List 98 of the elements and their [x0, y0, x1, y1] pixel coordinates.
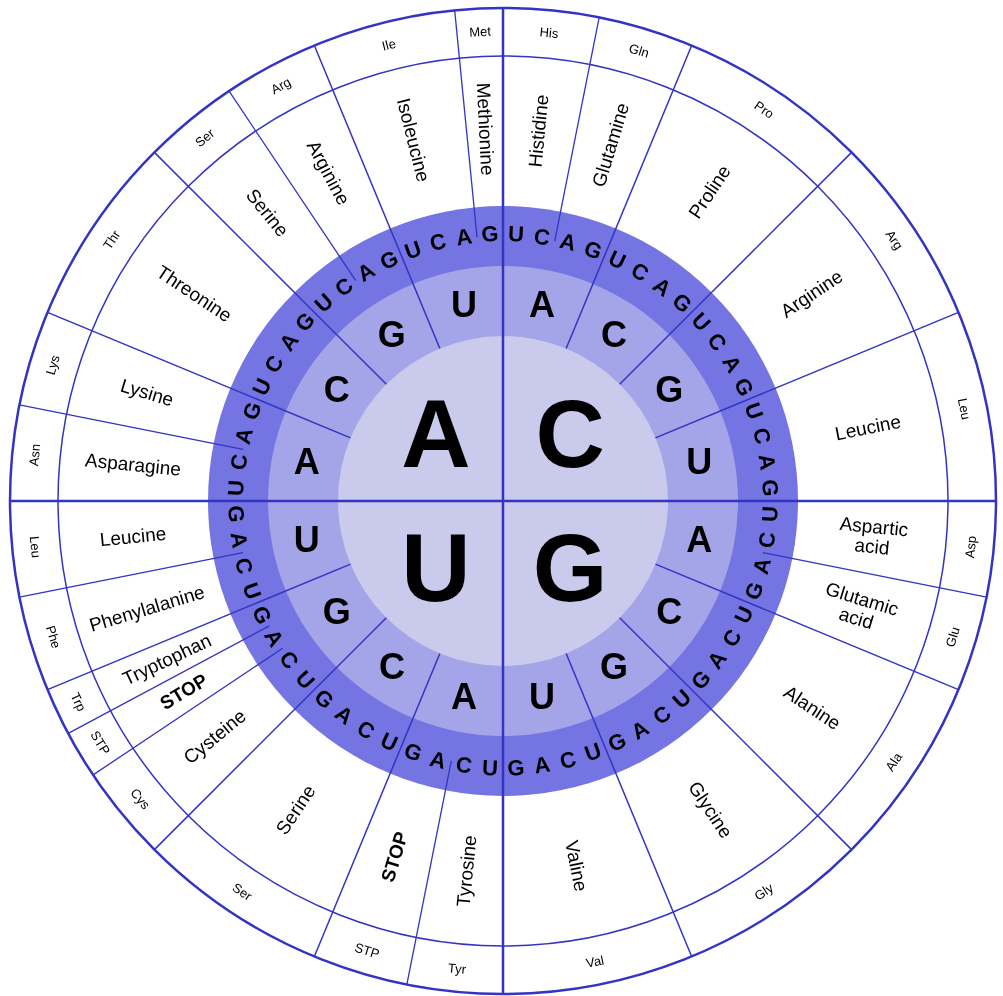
third-base-letter: C — [226, 452, 252, 472]
second-base-letter: A — [450, 678, 477, 717]
amino-acid-abbreviation: Arg — [882, 227, 906, 253]
amino-acid-abbreviation: Ser — [229, 880, 255, 904]
third-base-letter: C — [427, 228, 449, 256]
amino-acid-name: Leucine — [833, 412, 903, 445]
first-base-letter: U — [401, 517, 471, 619]
third-base-letter: U — [605, 245, 630, 274]
amino-acid-abbreviation: Asn — [27, 443, 44, 467]
third-base-letter: G — [224, 504, 249, 524]
third-base-letter: C — [260, 351, 288, 377]
stop-label: STOP — [378, 829, 412, 885]
third-base-letter: G — [401, 738, 425, 767]
amino-acid-abbreviation: Met — [468, 24, 492, 39]
amino-acid-abbreviation: Ala — [882, 750, 905, 774]
second-base-letter: A — [293, 443, 320, 481]
third-base-letter: A — [230, 425, 258, 447]
third-base-letter: U — [507, 222, 525, 247]
amino-acid-name: Tyrosine — [453, 834, 480, 908]
third-base-letter: G — [237, 399, 266, 423]
third-base-letter: U — [401, 236, 425, 264]
second-base-letter: A — [529, 285, 555, 324]
second-base-letter: C — [601, 315, 628, 354]
amino-acid-abbreviation: Arg — [269, 75, 294, 98]
second-base-letter: U — [686, 443, 713, 481]
second-base-letter: U — [450, 285, 477, 324]
amino-acid-abbreviation: Trp — [67, 690, 89, 714]
second-base-letter: G — [322, 593, 351, 631]
amino-acid-name: Aspartic acid — [838, 514, 910, 561]
third-base-letter: U — [238, 579, 266, 603]
third-base-letter: C — [230, 555, 258, 577]
third-base-letter: C — [557, 746, 579, 774]
third-base-letter: C — [627, 258, 653, 286]
third-base-letter: U — [581, 738, 605, 766]
third-base-letter: A — [557, 228, 579, 256]
first-base-letter: A — [401, 383, 471, 485]
amino-acid-name: Leucine — [98, 524, 167, 551]
amino-acid-abbreviation: Gly — [752, 880, 776, 903]
second-base-letter: U — [293, 521, 320, 559]
amino-acid-abbreviation: Val — [584, 953, 605, 971]
amino-acid-abbreviation: His — [539, 25, 560, 41]
third-base-letter: G — [740, 579, 769, 603]
first-base-letter: C — [535, 383, 605, 485]
third-base-letter: G — [506, 755, 526, 780]
amino-acid-abbreviation: Pro — [751, 98, 777, 122]
second-base-letter: U — [529, 678, 555, 717]
third-base-letter: A — [454, 224, 474, 250]
amino-acid-abbreviation: Glu — [943, 625, 963, 650]
third-base-letter: U — [481, 755, 499, 780]
second-base-letter: A — [686, 521, 713, 559]
first-base-letter: G — [532, 517, 608, 619]
third-base-letter: C — [532, 224, 552, 250]
third-base-letter: A — [226, 530, 252, 550]
amino-acid-abbreviation: Ile — [380, 36, 398, 54]
third-base-letter: G — [247, 602, 276, 628]
amino-acid-abbreviation: Thr — [101, 228, 124, 252]
third-base-letter: U — [224, 479, 249, 497]
second-base-letter: G — [655, 371, 684, 409]
third-base-letter: U — [730, 603, 759, 628]
amino-acid-abbreviation: Tyr — [447, 961, 467, 977]
third-base-letter: G — [376, 245, 402, 274]
amino-acid-name: Valine — [560, 838, 591, 893]
amino-acid-abbreviation: Phe — [43, 624, 64, 651]
third-base-letter: C — [748, 425, 776, 447]
third-base-letter: A — [427, 746, 449, 774]
amino-acid-abbreviation: Gln — [627, 41, 652, 61]
third-base-letter: G — [480, 222, 499, 247]
third-base-letter: A — [532, 752, 552, 778]
third-base-letter: C — [754, 530, 780, 550]
third-base-letter: G — [757, 478, 782, 497]
amino-acid-abbreviation: STP — [87, 728, 113, 757]
amino-acid-abbreviation: STP — [352, 940, 381, 961]
second-base-letter: G — [377, 315, 406, 354]
amino-acid-name: Methionine — [472, 82, 497, 177]
second-base-letter: C — [323, 371, 350, 409]
third-base-letter: G — [604, 728, 630, 757]
third-base-letter: U — [376, 728, 401, 757]
amino-acid-name: Asparagine — [83, 449, 182, 480]
amino-acid-abbreviation: Asp — [962, 535, 979, 559]
amino-acid-name: Lysine — [118, 375, 176, 411]
third-base-letter: U — [247, 374, 276, 399]
amino-acid-abbreviation: Lys — [43, 353, 63, 376]
second-base-letter: G — [600, 648, 629, 687]
third-base-letter: G — [581, 235, 605, 264]
third-base-letter: A — [754, 452, 780, 472]
amino-acid-abbreviation: Ser — [192, 126, 217, 150]
third-base-letter: U — [757, 505, 782, 523]
amino-acid-abbreviation: Leu — [955, 397, 973, 422]
amino-acid-name: Isoleucine — [392, 96, 433, 185]
amino-acid-name: Histidine — [525, 93, 553, 168]
second-base-letter: C — [656, 593, 683, 631]
third-base-letter: C — [454, 752, 474, 778]
third-base-letter: U — [740, 399, 768, 423]
second-base-letter: C — [378, 648, 405, 687]
amino-acid-abbreviation: Cys — [127, 786, 153, 813]
third-base-letter: A — [748, 555, 776, 577]
amino-acid-abbreviation: Leu — [27, 535, 44, 559]
third-base-letter: G — [730, 374, 759, 400]
